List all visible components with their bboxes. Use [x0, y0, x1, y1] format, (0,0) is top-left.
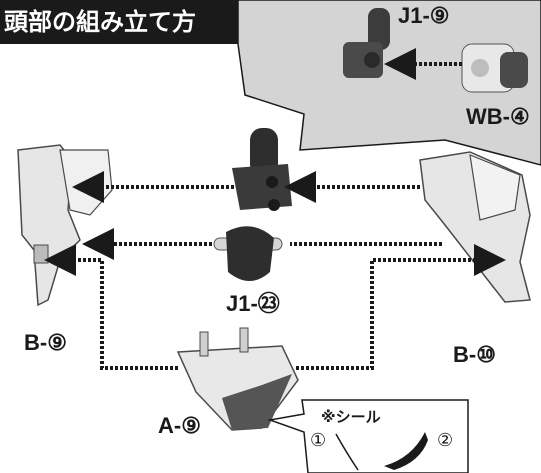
label-wb-4: WB-④: [466, 104, 530, 129]
seal-title: ※シール: [321, 408, 381, 426]
part-j1-9-middle: [232, 128, 292, 211]
part-a-9: [176, 327, 299, 431]
label-j1-9: J1-⑨: [398, 3, 450, 28]
seal-inset: [267, 399, 469, 473]
part-wb-4: [461, 43, 528, 93]
part-b-10: [419, 151, 531, 303]
label-b-9: B-⑨: [24, 330, 67, 355]
seal-item-2-label: ②: [437, 430, 454, 451]
part-j1-23: [213, 226, 283, 281]
arrow-a9-to-b9: [44, 244, 178, 370]
arrow-a9-to-b10: [296, 244, 506, 370]
part-b-9: [17, 144, 113, 307]
label-a-9: A-⑨: [158, 413, 201, 438]
label-b-10: B-⑩: [453, 342, 496, 367]
seal-item-1-label: ①: [310, 430, 327, 451]
part-j1-9: [343, 8, 390, 78]
callout-panel: [237, 0, 541, 166]
label-j1-23: J1-㉓: [226, 291, 280, 316]
page-title: 頭部の組み立て方: [0, 0, 238, 44]
